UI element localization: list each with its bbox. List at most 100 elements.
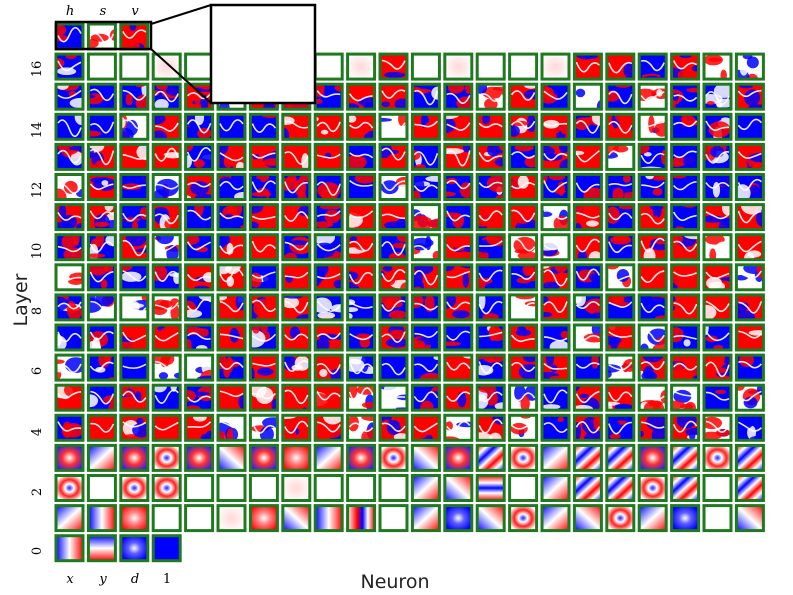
neuron-cell xyxy=(346,82,377,111)
neuron-cell xyxy=(637,203,668,232)
neuron-cell xyxy=(410,504,441,533)
neuron-cell xyxy=(702,112,733,141)
neuron-cell xyxy=(313,233,344,262)
neuron-cell xyxy=(540,353,571,382)
neuron-cell xyxy=(248,413,279,442)
neuron-cell xyxy=(248,203,279,232)
neuron-cell xyxy=(119,383,150,412)
neuron-cell xyxy=(119,142,150,171)
neuron-cell xyxy=(216,353,247,382)
neuron-cell xyxy=(54,383,85,412)
neuron-cell xyxy=(313,353,344,382)
y-tick-2: 2 xyxy=(30,488,45,496)
neuron-cell xyxy=(119,233,150,262)
neuron-cell xyxy=(151,474,182,502)
neuron-cell xyxy=(670,383,701,412)
neuron-cell xyxy=(443,173,474,201)
neuron-cell xyxy=(313,443,344,472)
neuron-cell xyxy=(86,142,117,171)
neuron-cell xyxy=(378,173,409,201)
neuron-cell xyxy=(313,323,344,352)
neuron-cell xyxy=(410,233,441,262)
neuron-cell xyxy=(54,233,85,262)
neuron-cell xyxy=(572,504,603,533)
output-label-h: h xyxy=(66,4,74,19)
neuron-cell xyxy=(508,203,539,232)
neuron-cell xyxy=(86,82,117,111)
neuron-cell xyxy=(605,173,636,201)
neuron-cell xyxy=(605,504,636,533)
neuron-cell xyxy=(410,203,441,232)
neuron-cell xyxy=(54,203,85,232)
neuron-cell xyxy=(54,504,85,533)
neuron-cell xyxy=(475,82,506,111)
neuron-cell xyxy=(572,52,603,81)
neuron-cell xyxy=(281,443,312,472)
neuron-cell xyxy=(184,443,215,472)
neuron-cell xyxy=(216,504,247,533)
neuron-cell xyxy=(151,353,182,382)
input-label-d: d xyxy=(131,572,139,587)
neuron-cell xyxy=(702,82,733,111)
output-label-s: s xyxy=(100,4,107,19)
neuron-cell xyxy=(605,323,636,352)
neuron-cell xyxy=(346,112,377,141)
neuron-cell xyxy=(248,142,279,171)
neuron-cell xyxy=(702,383,733,412)
y-tick-16: 16 xyxy=(30,61,45,78)
neuron-cell xyxy=(540,383,571,412)
neuron-cell xyxy=(313,474,344,502)
neuron-cell xyxy=(508,353,539,382)
neuron-cell xyxy=(475,112,506,141)
neuron-cell xyxy=(670,173,701,201)
neuron-cell xyxy=(54,112,85,141)
neuron-cell xyxy=(346,173,377,201)
neuron-cell xyxy=(378,142,409,171)
neuron-cell xyxy=(410,82,441,111)
neuron-cell xyxy=(184,233,215,262)
neuron-cell xyxy=(508,173,539,201)
neuron-cell xyxy=(605,353,636,382)
neuron-cell xyxy=(540,203,571,232)
neuron-cell xyxy=(508,263,539,292)
neuron-cell xyxy=(119,534,150,563)
neuron-cell xyxy=(540,413,571,442)
neuron-cell xyxy=(151,112,182,141)
neuron-cell xyxy=(281,474,312,502)
neuron-cell xyxy=(670,413,701,442)
neuron-cell xyxy=(151,52,182,81)
neuron-cell xyxy=(216,203,247,232)
neuron-cell xyxy=(572,353,603,382)
y-axis-title: Layer xyxy=(10,273,32,326)
neuron-cell xyxy=(86,22,117,51)
neuron-cell xyxy=(475,443,506,472)
neuron-cell xyxy=(475,142,506,171)
neuron-cell xyxy=(670,142,701,171)
neuron-cell xyxy=(508,52,539,81)
neuron-cell xyxy=(508,323,539,352)
neuron-cell xyxy=(151,443,182,472)
neuron-cell xyxy=(119,52,150,81)
neuron-cell xyxy=(572,112,603,141)
neuron-cell xyxy=(281,293,312,322)
neuron-cell xyxy=(605,233,636,262)
neuron-cell xyxy=(572,293,603,322)
neuron-cell xyxy=(702,323,733,352)
neuron-cell xyxy=(605,52,636,81)
neuron-cell xyxy=(540,474,571,502)
neuron-cell xyxy=(313,112,344,141)
neuron-cell xyxy=(443,474,474,502)
neuron-cell xyxy=(410,52,441,81)
neuron-cell xyxy=(410,293,441,322)
neuron-cell xyxy=(443,443,474,472)
neuron-cell xyxy=(248,353,279,382)
neuron-cell xyxy=(508,233,539,262)
neuron-cell xyxy=(443,323,474,352)
neuron-cell xyxy=(54,52,85,81)
activation-cells xyxy=(54,22,765,563)
neuron-cell xyxy=(637,413,668,442)
neuron-cell xyxy=(734,82,765,111)
neuron-cell xyxy=(346,203,377,232)
neuron-cell xyxy=(734,263,765,292)
neuron-cell xyxy=(184,52,215,81)
